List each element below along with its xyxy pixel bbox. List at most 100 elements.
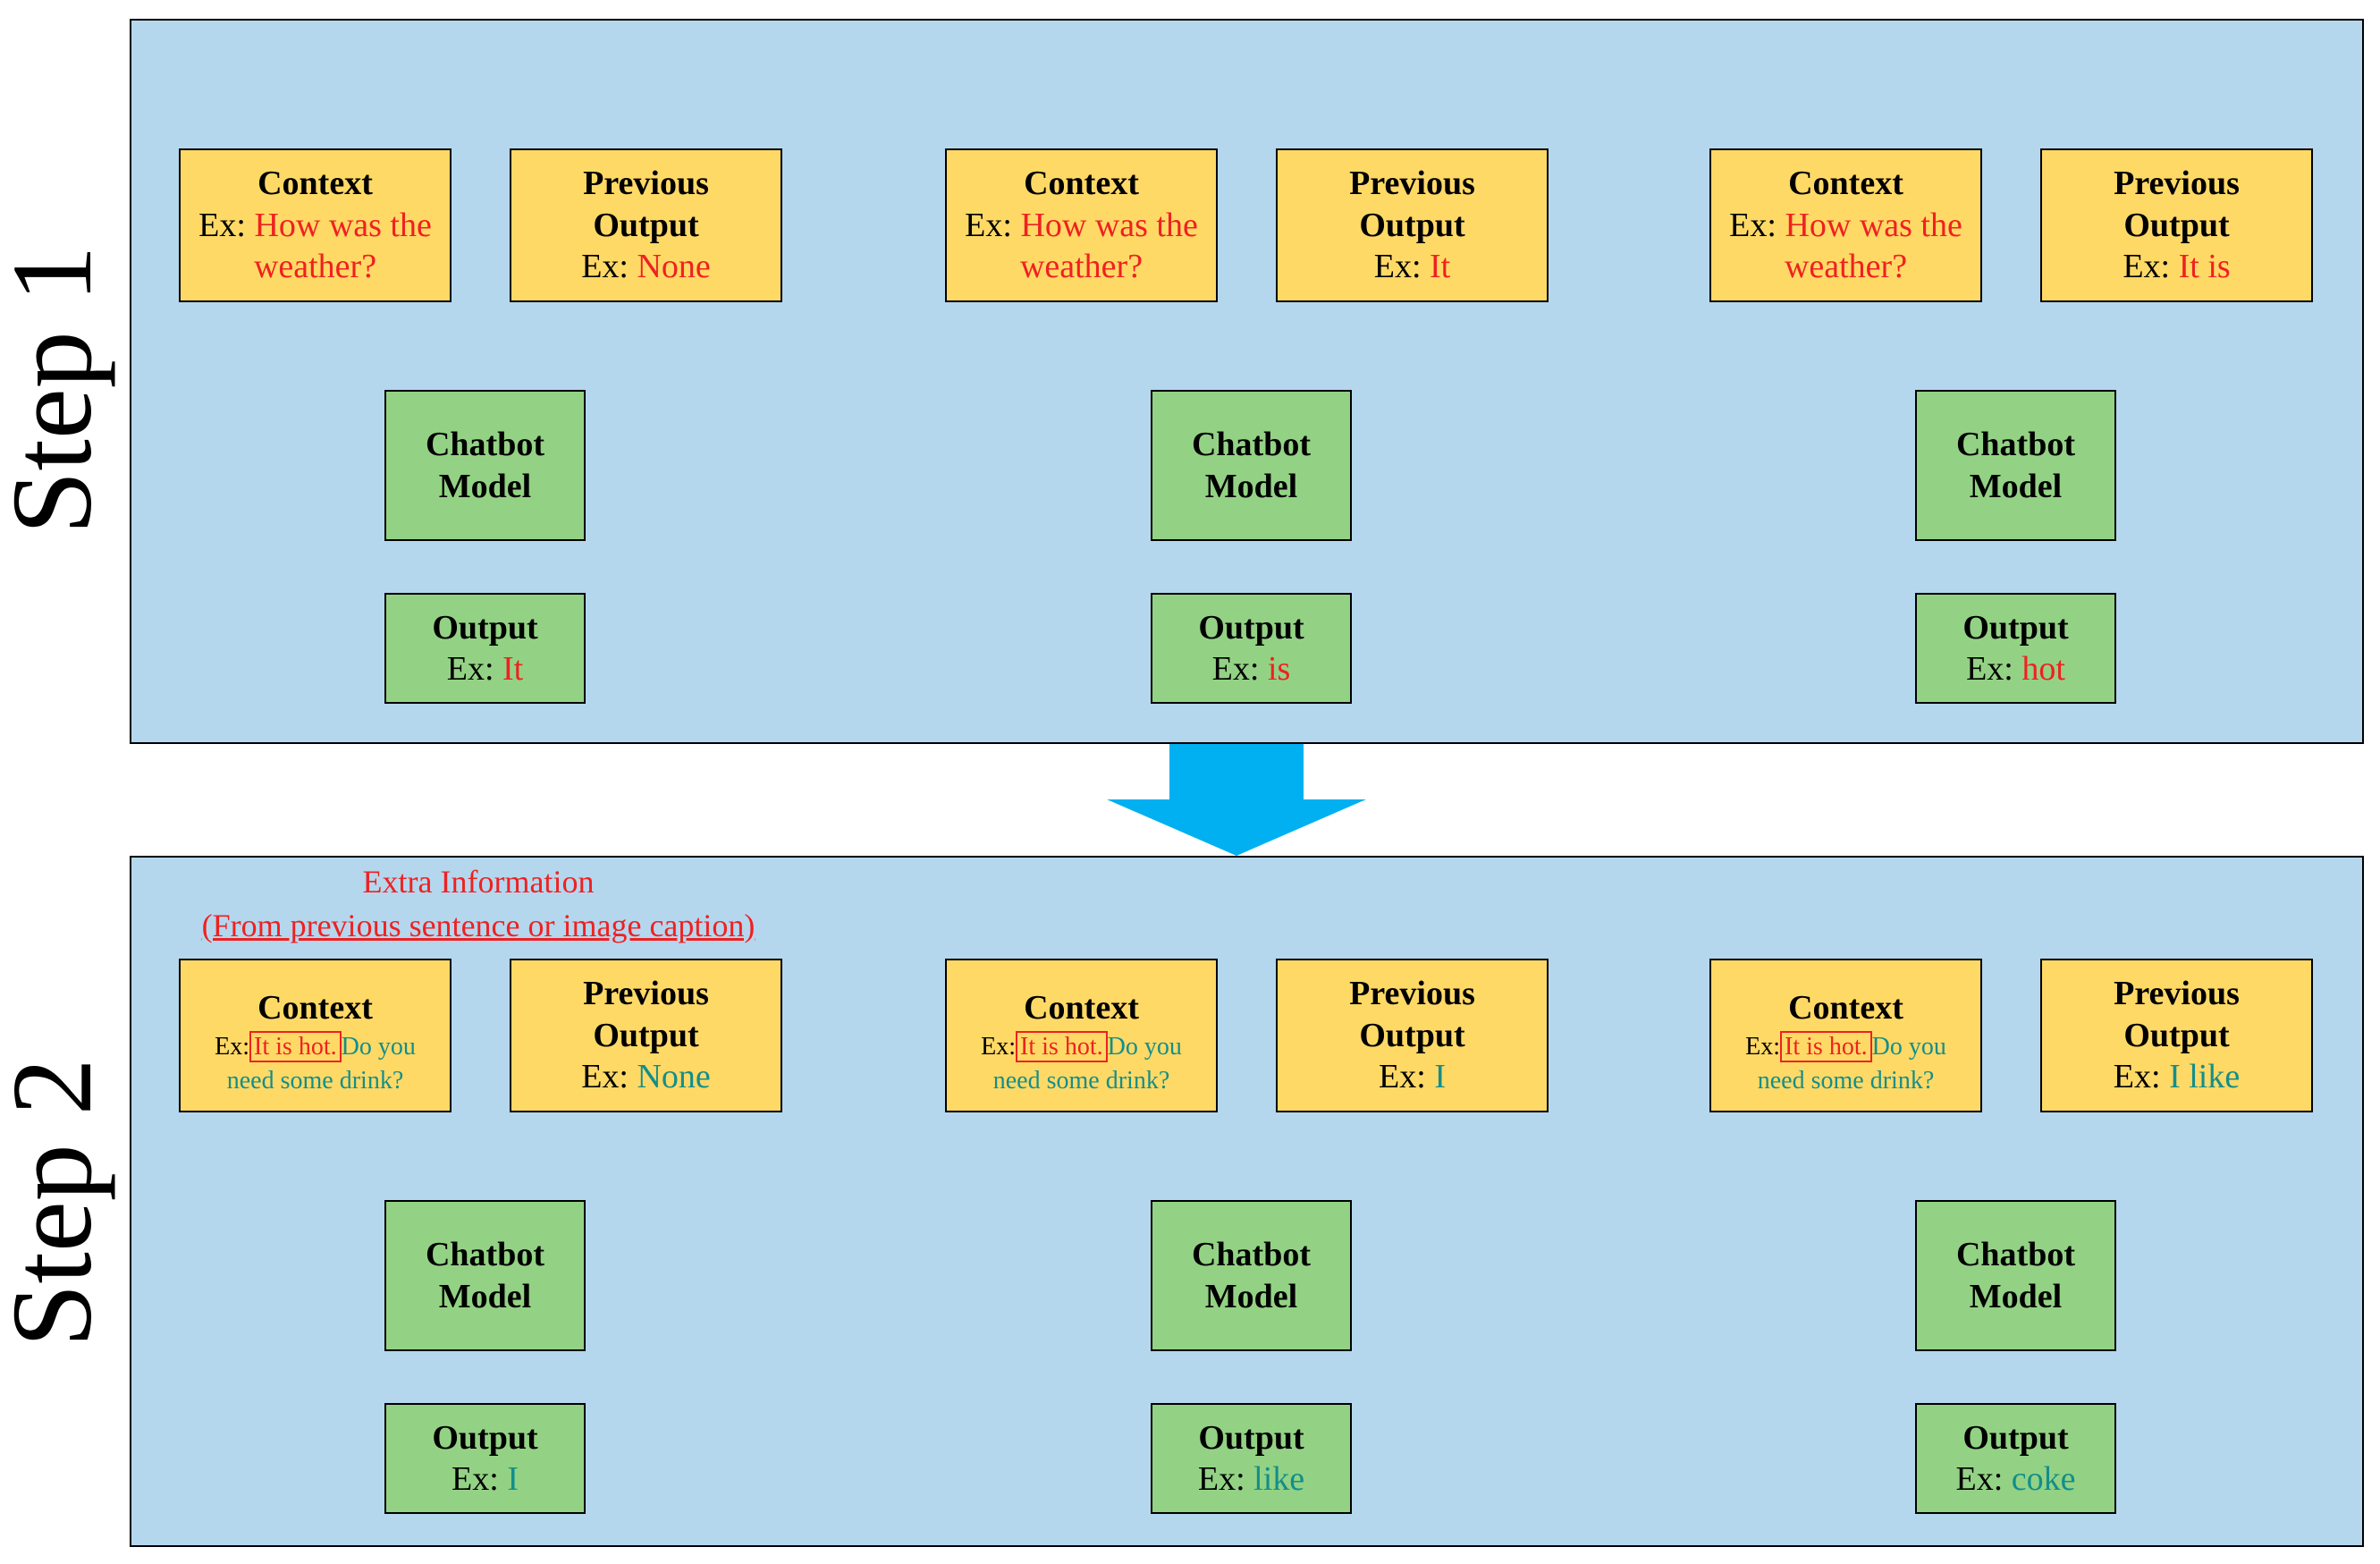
context-title: Context (1788, 988, 1903, 1027)
example-prefix: Ex: (1966, 650, 2013, 688)
previous-output-title: Previous (1349, 165, 1475, 203)
previous-output-example: Ex: I like (2114, 1056, 2240, 1097)
context-title: Context (1024, 988, 1139, 1027)
output-value: is (1267, 650, 1291, 688)
context-text: How was the (1785, 206, 1962, 244)
example-prefix: Ex: (1197, 1460, 1245, 1498)
previous-output-title: Previous (583, 165, 709, 203)
extra-information-highlight: It is hot. (1780, 1031, 1872, 1063)
output-example: Ex: hot (1966, 648, 2065, 689)
context-text: Do you (1871, 1033, 1946, 1061)
previous-output-title: Previous (583, 975, 709, 1013)
output-title: Output (1198, 608, 1304, 647)
model-label: Chatbot (425, 426, 545, 464)
extra-information-note: Extra Information (From previous sentenc… (202, 860, 755, 947)
previous-output-value: I (1434, 1058, 1446, 1096)
previous-output-title: Previous (1349, 975, 1475, 1013)
model-label: Chatbot (1955, 426, 2076, 464)
context-text-continued: weather? (1784, 248, 1908, 286)
previous-output-title-continued: Output (1359, 206, 1465, 244)
context-title: Context (257, 988, 373, 1027)
extra-information-highlight: It is hot. (249, 1031, 342, 1063)
context-text-continued: weather? (1019, 248, 1144, 286)
output-title: Output (1962, 1418, 2069, 1457)
previous-output-value: None (637, 1058, 711, 1096)
previous-output-example: Ex: None (581, 1056, 711, 1097)
example-prefix: Ex: (981, 1033, 1017, 1061)
previous-output-value: None (637, 248, 711, 286)
context-example-line: Ex: How was the (198, 205, 432, 246)
previous-output-example: Ex: I (1379, 1056, 1446, 1097)
model-label: Chatbot (425, 1236, 545, 1274)
model-label-continued: Model (438, 1277, 532, 1315)
example-prefix: Ex: (215, 1033, 250, 1061)
extra-information-title: Extra Information (362, 864, 595, 900)
model-label-continued: Model (1969, 1277, 2063, 1315)
previous-output-value: I like (2169, 1058, 2241, 1096)
example-prefix: Ex: (1729, 206, 1777, 244)
previous-output-example: Ex: None (581, 246, 711, 287)
previous-output-title-continued: Output (2123, 1016, 2230, 1054)
output-example: Ex: coke (1955, 1458, 2075, 1500)
output-title: Output (432, 608, 538, 647)
context-title: Context (1024, 165, 1139, 203)
step-2-label: Step 2 (0, 1058, 115, 1348)
output-value: I (507, 1460, 519, 1498)
model-label-continued: Model (1204, 1277, 1298, 1315)
previous-output-title-continued: Output (593, 1016, 699, 1054)
context-text-continued: need some drink? (1757, 1067, 1935, 1095)
output-example: Ex: I (452, 1458, 519, 1500)
output-example: Ex: like (1198, 1458, 1304, 1500)
step-1-label: Step 1 (0, 245, 115, 535)
previous-output-value: It is (2178, 248, 2231, 286)
step-transition-arrow (1107, 744, 1366, 856)
model-label: Chatbot (1191, 1236, 1312, 1274)
example-prefix: Ex: (198, 206, 246, 244)
previous-output-title: Previous (2114, 165, 2240, 203)
example-prefix: Ex: (446, 650, 494, 688)
example-prefix: Ex: (965, 206, 1012, 244)
context-text: How was the (254, 206, 432, 244)
example-prefix: Ex: (581, 248, 629, 286)
model-label-continued: Model (438, 467, 532, 505)
example-prefix: Ex: (452, 1460, 499, 1498)
context-example-line: Ex:It is hot.Do you (1745, 1031, 1946, 1063)
example-prefix: Ex: (2113, 1058, 2161, 1096)
model-label: Chatbot (1191, 426, 1312, 464)
output-title: Output (432, 1418, 538, 1457)
output-value: hot (2021, 650, 2065, 688)
context-text-continued: need some drink? (992, 1067, 1170, 1095)
output-example: Ex: is (1212, 648, 1291, 689)
output-title: Output (1962, 608, 2069, 647)
extra-information-highlight: It is hot. (1016, 1031, 1108, 1063)
context-text-continued: need some drink? (226, 1067, 404, 1095)
context-example-line: Ex:It is hot.Do you (981, 1031, 1182, 1063)
output-value: coke (2011, 1460, 2076, 1498)
context-title: Context (1788, 165, 1903, 203)
previous-output-title-continued: Output (1359, 1016, 1465, 1054)
output-value: like (1253, 1460, 1305, 1498)
example-prefix: Ex: (1955, 1460, 2004, 1498)
context-text: Do you (341, 1033, 416, 1061)
context-text: How was the (1020, 206, 1198, 244)
example-prefix: Ex: (2123, 248, 2171, 286)
previous-output-title: Previous (2114, 975, 2240, 1013)
extra-information-source: (From previous sentence or image caption… (201, 907, 755, 943)
